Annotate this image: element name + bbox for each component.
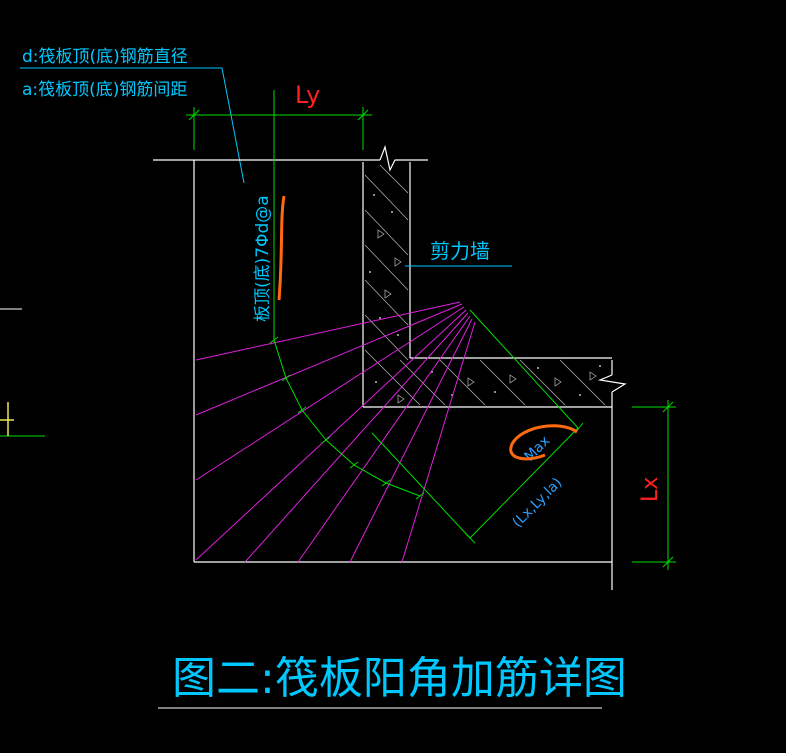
max-annotation-circle xyxy=(509,424,578,461)
drawing-title: 图二:筏板阳角加筋详图 xyxy=(172,653,627,704)
arc-rebar xyxy=(269,336,425,500)
raft-slab-outline xyxy=(153,144,627,590)
dimension-ly xyxy=(186,90,372,340)
dimension-lx-label: Lx xyxy=(638,477,663,502)
max-dimension xyxy=(371,309,584,544)
legend-diameter: d:筏板顶(底)钢筋直径 xyxy=(22,47,188,67)
shear-wall-label: 剪力墙 xyxy=(430,239,490,263)
dimension-ly-label: Ly xyxy=(295,81,320,109)
radial-rebars xyxy=(195,301,476,563)
legend-spacing: a:筏板顶(底)钢筋间距 xyxy=(22,80,187,100)
max-arguments: (Lx,Ly,la) xyxy=(510,475,566,531)
rebar-spec-highlight xyxy=(277,195,286,301)
rebar-spec-label: 板顶(底)7Φd@a xyxy=(253,195,273,322)
dimension-lx xyxy=(632,400,676,570)
legend-leader-line xyxy=(20,67,245,184)
